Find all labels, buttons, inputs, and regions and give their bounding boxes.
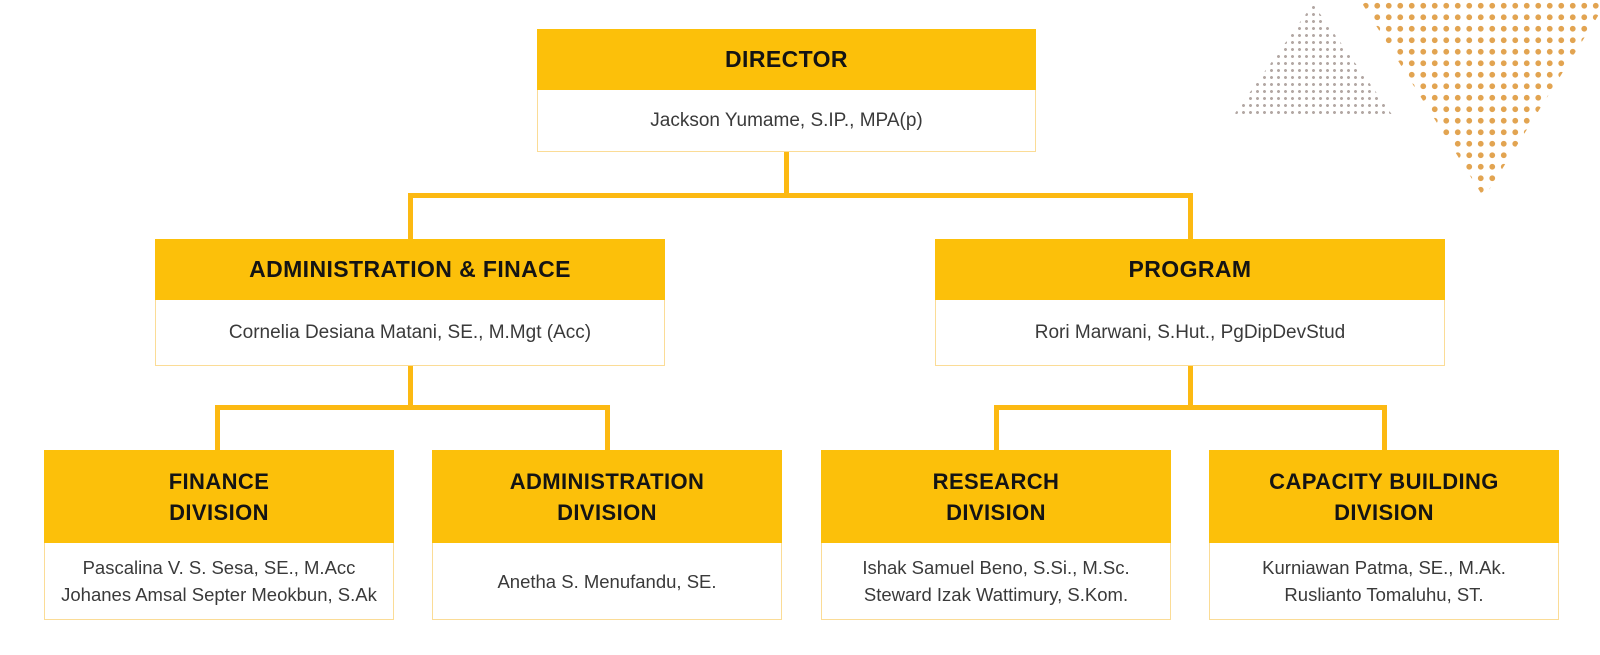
node-research-division: RESEARCH DIVISION Ishak Samuel Beno, S.S… [821,450,1171,620]
connector-admin-finance-up [408,193,413,240]
person-name: Ishak Samuel Beno, S.Si., M.Sc. [862,557,1130,578]
person-name: Steward Izak Wattimury, S.Kom. [863,584,1129,605]
person-name: Anetha S. Menufandu, SE. [497,570,717,592]
node-program: PROGRAM Rori Marwani, S.Hut., PgDipDevSt… [935,239,1445,366]
person-name: Jackson Yumame, S.IP., MPA(p) [650,109,923,131]
node-administration-finance: ADMINISTRATION & FINACE Cornelia Desiana… [155,239,665,366]
node-title-line: DIVISION [946,499,1046,525]
node-title-line: FINANCE [168,468,270,494]
connector-capacity-division-up [1382,405,1387,451]
person-name: Kurniawan Patma, SE., M.Ak. [1262,557,1506,578]
person-name: Ruslianto Tomaluhu, ST. [1284,584,1484,605]
node-title-line: DIVISION [169,499,269,525]
node-administration-division-names: Anetha S. Menufandu, SE. [432,543,782,620]
node-title-line: PROGRAM [1128,256,1252,282]
node-finance-division: FINANCE DIVISION Pascalina V. S. Sesa, S… [44,450,394,620]
node-administration-division-title: ADMINISTRATION DIVISION [432,450,782,543]
connector-program-up [1188,193,1193,240]
node-program-names: Rori Marwani, S.Hut., PgDipDevStud [935,300,1445,366]
node-director-names: Jackson Yumame, S.IP., MPA(p) [537,90,1036,152]
connector-finance-division-up [215,405,220,451]
person-name: Pascalina V. S. Sesa, SE., M.Acc [82,557,356,578]
node-finance-division-title: FINANCE DIVISION [44,450,394,543]
node-finance-division-names: Pascalina V. S. Sesa, SE., M.Acc Johanes… [44,543,394,620]
node-capacity-building-division: CAPACITY BUILDING DIVISION Kurniawan Pat… [1209,450,1559,620]
connector-program-down [1188,363,1193,410]
node-capacity-building-division-names: Kurniawan Patma, SE., M.Ak. Ruslianto To… [1209,543,1559,620]
dotted-triangle-gray-icon [1233,4,1393,116]
node-administration-finance-names: Cornelia Desiana Matani, SE., M.Mgt (Acc… [155,300,665,366]
node-administration-division: ADMINISTRATION DIVISION Anetha S. Menufa… [432,450,782,620]
node-research-division-title: RESEARCH DIVISION [821,450,1171,543]
connector-admin-children-horizontal [215,405,610,410]
dotted-triangle-orange-icon [1360,0,1600,198]
node-capacity-building-division-title: CAPACITY BUILDING DIVISION [1209,450,1559,543]
connector-program-children-horizontal [994,405,1387,410]
node-title-line: ADMINISTRATION [509,468,705,494]
node-title-line: CAPACITY BUILDING [1269,468,1499,494]
node-title-line: ADMINISTRATION & FINACE [249,256,571,282]
person-name: Rori Marwani, S.Hut., PgDipDevStud [1034,321,1346,343]
node-program-title: PROGRAM [935,239,1445,300]
person-name: Cornelia Desiana Matani, SE., M.Mgt (Acc… [228,321,592,343]
node-title-line: RESEARCH [932,468,1060,494]
node-administration-finance-title: ADMINISTRATION & FINACE [155,239,665,300]
connector-administration-division-up [605,405,610,451]
connector-director-down [784,151,789,198]
connector-level2-horizontal [408,193,1193,198]
node-title-line: DIRECTOR [725,46,848,72]
node-director-title: DIRECTOR [537,29,1036,90]
person-name: Johanes Amsal Septer Meokbun, S.Ak [61,584,377,605]
node-research-division-names: Ishak Samuel Beno, S.Si., M.Sc. Steward … [821,543,1171,620]
connector-admin-finance-down [408,363,413,410]
node-director: DIRECTOR Jackson Yumame, S.IP., MPA(p) [537,29,1036,152]
node-title-line: DIVISION [557,499,657,525]
node-title-line: DIVISION [1334,499,1434,525]
connector-research-division-up [994,405,999,451]
